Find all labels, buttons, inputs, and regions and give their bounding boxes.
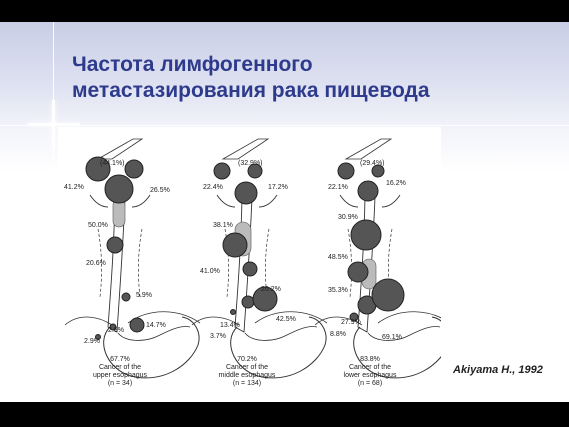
panel-lower-esophagus: (29.4%) 22.1% 16.2% 30.9% 48.5% 35.3% 27… bbox=[314, 138, 451, 387]
node-22-4 bbox=[213, 162, 231, 180]
caption-percent: 83.8% bbox=[360, 356, 380, 363]
label-17-2: 17.2% bbox=[268, 184, 288, 191]
figure-panel: (44.1%) 41.2% 26.5% 50.0% 20.6% 5.9% 2.9… bbox=[58, 127, 451, 402]
caption-line: Cancer of the bbox=[99, 364, 141, 371]
caption-percent: 67.7% bbox=[110, 356, 130, 363]
label-20-6: 20.6% bbox=[86, 260, 106, 267]
label-3-7: 3.7% bbox=[210, 333, 226, 340]
caption-percent: 70.2% bbox=[237, 356, 257, 363]
label-2-9a: 2.9% bbox=[108, 327, 124, 334]
caption-site: upper esophagus bbox=[93, 372, 148, 379]
node-42-5 bbox=[252, 286, 278, 312]
label-41-2: 41.2% bbox=[64, 184, 84, 191]
panel-upper-esophagus: (44.1%) 41.2% 26.5% 50.0% 20.6% 5.9% 2.9… bbox=[64, 138, 201, 387]
label-16-2: 16.2% bbox=[386, 180, 406, 187]
label-2-9b: 2.9% bbox=[84, 338, 100, 345]
decorative-vertical-line bbox=[53, 22, 54, 172]
label-48-5: 48.5% bbox=[328, 254, 348, 261]
node-35-3 bbox=[347, 261, 369, 283]
node-20-2 bbox=[242, 261, 258, 277]
node-17-2 bbox=[247, 163, 263, 179]
lymph-node-metastasis-diagram: (44.1%) 41.2% 26.5% 50.0% 20.6% 5.9% 2.9… bbox=[64, 138, 451, 387]
label-14-7: 14.7% bbox=[146, 322, 166, 329]
panel2-header: (32.9%) bbox=[238, 160, 263, 167]
node-13-4 bbox=[241, 295, 255, 309]
title-line-1: Частота лимфогенного bbox=[72, 53, 313, 76]
label-22-4: 22.4% bbox=[203, 184, 223, 191]
title-line-2: метастазирования рака пищевода bbox=[72, 79, 430, 102]
label-13-4: 13.4% bbox=[220, 322, 240, 329]
label-27-9: 27.9% bbox=[341, 319, 361, 326]
reference-citation: Akiyama H., 1992 bbox=[453, 364, 543, 376]
caption-line: Cancer of the bbox=[349, 364, 391, 371]
label-41-0: 41.0% bbox=[200, 268, 220, 275]
panel3-header: (29.4%) bbox=[360, 160, 385, 167]
label-20-2: 20.2% bbox=[261, 286, 281, 293]
label-38-1: 38.1% bbox=[213, 222, 233, 229]
node-8-8 bbox=[349, 312, 359, 322]
caption-n: (n = 68) bbox=[358, 380, 382, 387]
label-69-1: 69.1% bbox=[382, 334, 402, 341]
node-22-1 bbox=[337, 162, 355, 180]
node-69-1 bbox=[371, 278, 405, 312]
decorative-sparkle-v bbox=[52, 100, 55, 150]
label-42-5: 42.5% bbox=[276, 316, 296, 323]
caption-n: (n = 134) bbox=[233, 380, 261, 387]
node-38-1 bbox=[234, 181, 258, 205]
decorative-horizontal-line bbox=[0, 125, 569, 126]
label-35-3: 35.3% bbox=[328, 287, 348, 294]
node-50-0 bbox=[104, 174, 134, 204]
node-30-9 bbox=[357, 180, 379, 202]
label-5-9: 5.9% bbox=[136, 292, 152, 299]
node-16-2 bbox=[371, 164, 385, 178]
label-26-5: 26.5% bbox=[150, 187, 170, 194]
node-20-6 bbox=[106, 236, 124, 254]
caption-n: (n = 34) bbox=[108, 380, 132, 387]
panel1-header: (44.1%) bbox=[100, 160, 125, 167]
node-2-9b bbox=[95, 334, 101, 340]
label-30-9: 30.9% bbox=[338, 214, 358, 221]
panel-middle-esophagus: (32.9%) 22.4% 17.2% 38.1% 41.0% 20.2% 13… bbox=[191, 138, 328, 387]
label-22-1: 22.1% bbox=[328, 184, 348, 191]
label-8-8: 8.8% bbox=[330, 331, 346, 338]
node-41-2 bbox=[85, 156, 111, 182]
node-14-7 bbox=[129, 317, 145, 333]
node-5-9 bbox=[121, 292, 131, 302]
node-26-5 bbox=[124, 159, 144, 179]
caption-site: lower esophagus bbox=[344, 372, 397, 379]
caption-site: middle esophagus bbox=[219, 372, 276, 379]
slide: Частота лимфогенного метастазирования ра… bbox=[0, 22, 569, 402]
node-41-0 bbox=[222, 232, 248, 258]
node-48-5 bbox=[350, 219, 382, 251]
node-3-7 bbox=[230, 309, 236, 315]
caption-line: Cancer of the bbox=[226, 364, 268, 371]
label-50-0: 50.0% bbox=[88, 222, 108, 229]
node-2-9a bbox=[109, 323, 117, 331]
slide-title: Частота лимфогенного метастазирования ра… bbox=[72, 52, 430, 104]
